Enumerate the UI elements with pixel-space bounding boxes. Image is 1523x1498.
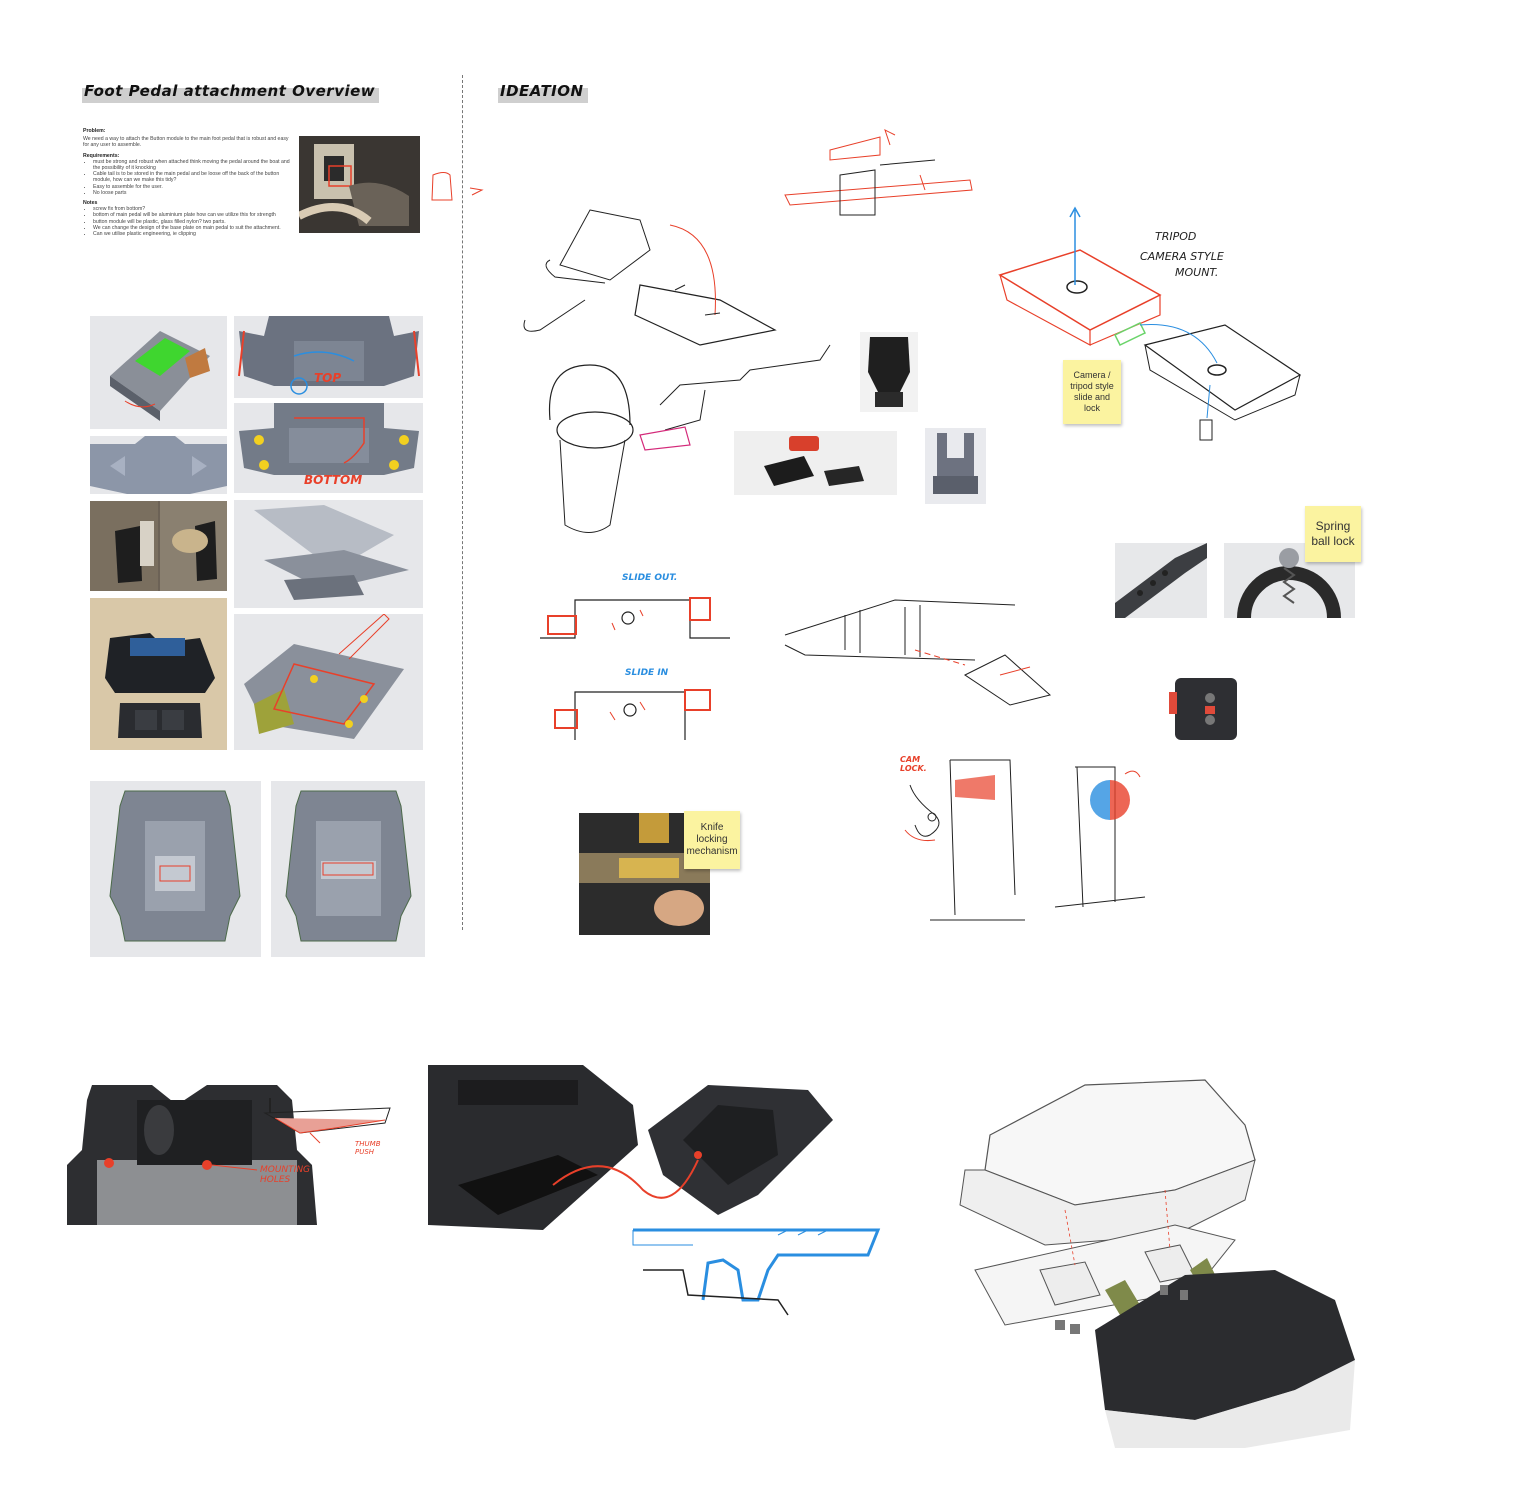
sticky-knife-lock: Knife locking mechanism bbox=[684, 811, 740, 869]
list-item: Can we utilise plastic engineering, ie c… bbox=[93, 231, 295, 237]
requirements-list: must be strong and robust when attached … bbox=[83, 159, 295, 196]
base-plate-view-a bbox=[90, 781, 261, 957]
tripod-label: TRIPOD bbox=[1155, 230, 1197, 243]
requirements-heading: Requirements: bbox=[83, 152, 120, 159]
list-item: Cable tail is to be stored in the main p… bbox=[93, 171, 295, 183]
cad-iso-view bbox=[90, 316, 227, 429]
problem-text: We need a way to attach the Button modul… bbox=[83, 136, 289, 149]
list-item: No loose parts bbox=[93, 190, 295, 196]
sticky-spring-ball-lock: Spring ball lock bbox=[1305, 506, 1361, 562]
module-cable-render bbox=[428, 1065, 833, 1230]
camera-style-label: CAMERA STYLE bbox=[1140, 250, 1224, 263]
gopro-mount-photo bbox=[734, 431, 897, 495]
pedal-photo bbox=[299, 136, 420, 233]
quick-release-photo bbox=[1165, 670, 1245, 745]
cad-bottom-view bbox=[90, 436, 227, 494]
base-plate-view-b bbox=[271, 781, 425, 957]
thumb-push-sketch bbox=[263, 1098, 391, 1144]
cam-lock-sketch-b bbox=[1054, 766, 1146, 908]
pedal-base-render bbox=[67, 1085, 317, 1225]
list-item: Easy to assemble for the user. bbox=[93, 184, 295, 190]
list-item: bottom of main pedal will be aluminium p… bbox=[93, 212, 295, 218]
list-item: screw fix from bottom? bbox=[93, 206, 295, 212]
notes-list: screw fix from bottom? bottom of main pe… bbox=[83, 206, 295, 237]
cam-lock-sketch-a bbox=[904, 759, 1025, 921]
cam-lock-label: CAM LOCK. bbox=[900, 755, 927, 773]
slide-out-sketch bbox=[540, 597, 730, 639]
cad-bottom-label: BOTTOM bbox=[304, 473, 363, 487]
cad-top-view: TOP bbox=[234, 316, 423, 398]
buckle-photo bbox=[860, 332, 918, 412]
problem-heading: Problem: bbox=[83, 128, 106, 134]
notes-heading: Notes bbox=[83, 200, 98, 207]
list-item: must be strong and robust when attached … bbox=[93, 159, 295, 171]
pedal-sketch-icon bbox=[431, 172, 484, 201]
pedal-perspective-sketch bbox=[523, 209, 777, 346]
rail-slide-sketch bbox=[784, 599, 1052, 706]
knife-lock-photo bbox=[579, 813, 710, 935]
cad-top-label: TOP bbox=[314, 371, 342, 385]
mounting-holes-label: MOUNTING HOLES bbox=[260, 1165, 311, 1185]
ball-lock-pin-photo bbox=[1115, 543, 1207, 618]
tripod-mount-sketch bbox=[998, 206, 1302, 441]
list-item: button module will be plastic, glass fil… bbox=[93, 219, 295, 225]
slide-in-label: SLIDE IN bbox=[625, 668, 669, 678]
section-divider bbox=[462, 75, 463, 930]
cad-underside-view bbox=[234, 614, 423, 750]
ideation-title: IDEATION bbox=[498, 80, 588, 103]
list-item: We can change the design of the base pla… bbox=[93, 225, 295, 231]
pedal-side-photo bbox=[90, 501, 227, 591]
overview-title: Foot Pedal attachment Overview bbox=[82, 80, 380, 103]
dovetail-section-sketch bbox=[632, 1228, 881, 1316]
slide-in-sketch bbox=[554, 689, 711, 740]
pedal-top-photo bbox=[90, 598, 227, 750]
mount-label: MOUNT. bbox=[1175, 266, 1219, 279]
sticky-camera-slide: Camera / tripod style slide and lock bbox=[1063, 360, 1121, 424]
problem-brief: Problem: We need a way to attach the But… bbox=[83, 124, 295, 237]
exploded-assembly-sketch bbox=[959, 1079, 1355, 1448]
clip-part-photo bbox=[925, 428, 986, 504]
cad-bottom-annotated: BOTTOM bbox=[234, 403, 423, 493]
slide-out-label: SLIDE OUT. bbox=[622, 573, 678, 583]
thumb-push-label: THUMB PUSH bbox=[355, 1140, 381, 1156]
knob-clip-sketch bbox=[548, 344, 831, 533]
clip-sketch-red bbox=[784, 129, 973, 216]
cad-exploded-view bbox=[234, 500, 423, 608]
